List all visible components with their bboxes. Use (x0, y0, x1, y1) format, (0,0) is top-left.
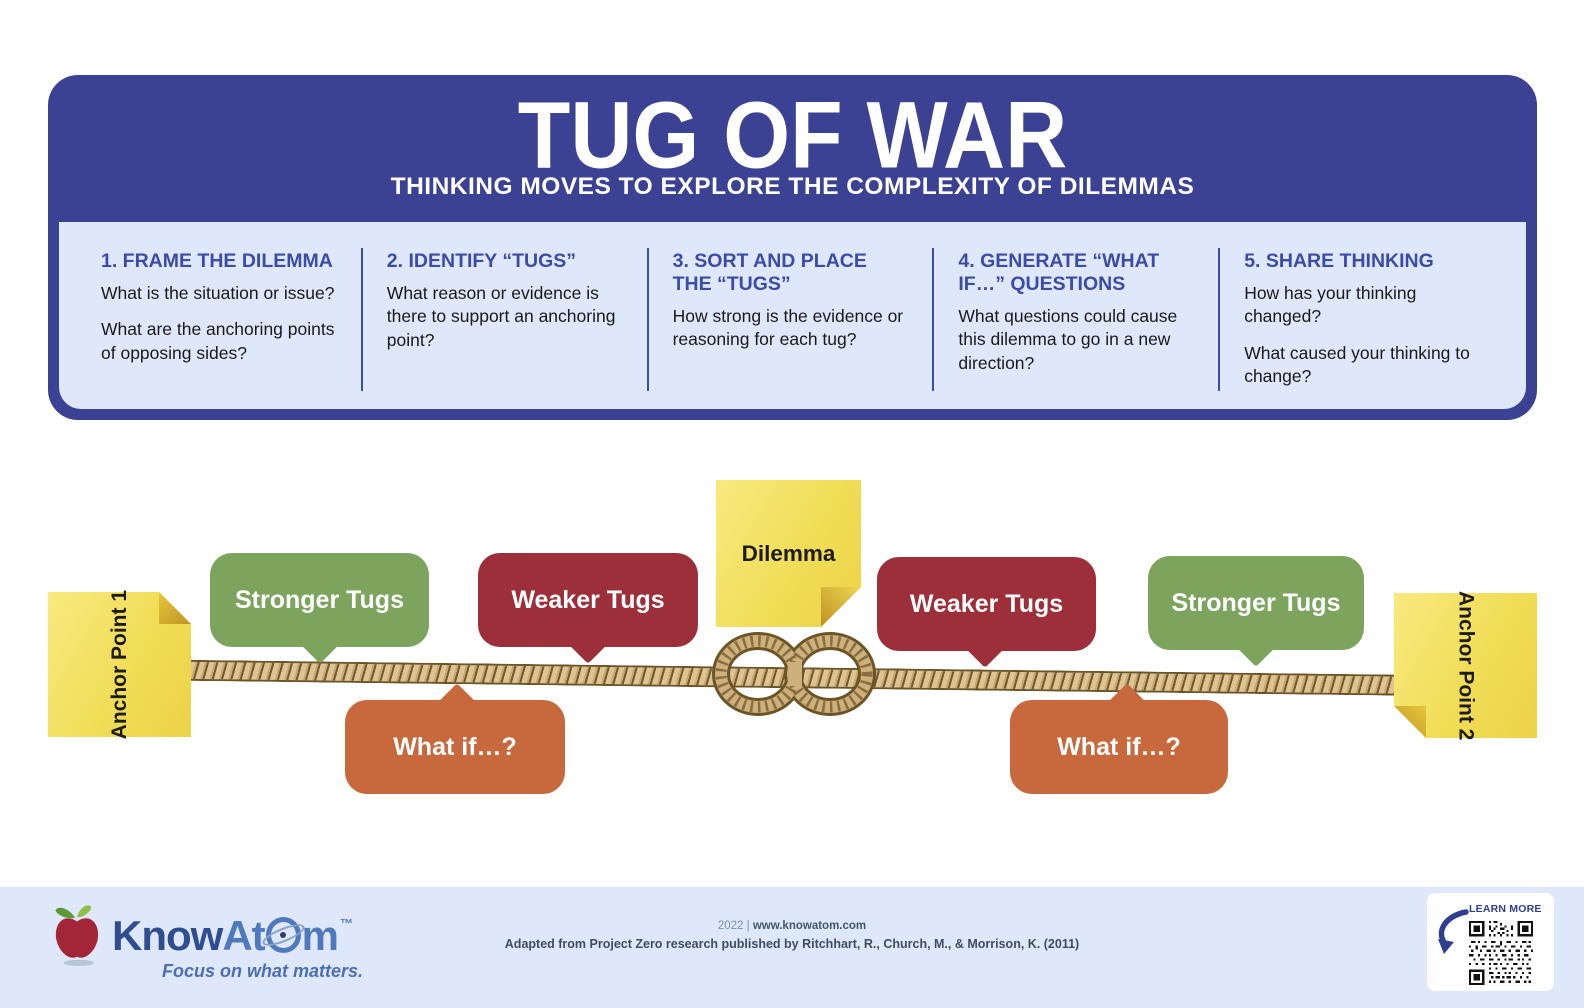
learn-more-card: LEARN MORE (1427, 893, 1554, 991)
curved-arrow-icon (1438, 909, 1469, 954)
step-heading: 1. FRAME THE DILEMMA (101, 250, 333, 272)
steps-panel: 1. FRAME THE DILEMMA What is the situati… (59, 222, 1526, 409)
stronger-tugs-bubble-right: Stronger Tugs (1148, 556, 1364, 667)
step-question: How has your thinking changed? (1244, 283, 1417, 327)
step-frame-the-dilemma: 1. FRAME THE DILEMMA What is the situati… (101, 248, 361, 391)
what-if-bubble-right: What if…? (1010, 683, 1228, 794)
bubble-tail (568, 624, 608, 664)
atom-orbit-icon (259, 917, 307, 953)
folded-corner (821, 587, 861, 627)
anchor-point-2-label: Anchor Point 2 (1454, 590, 1478, 741)
step-question: What is the situation or issue? (101, 283, 335, 303)
footer-attribution: Adapted from Project Zero research publi… (504, 937, 1080, 951)
folded-corner (1394, 706, 1426, 738)
step-share-thinking: 5. SHARE THINKING How has your thinking … (1218, 248, 1504, 391)
step-heading: 3. SORT AND PLACE THE “TUGS” (672, 250, 867, 295)
qr-code (1469, 921, 1533, 985)
step-generate-what-if: 4. GENERATE “WHAT IF…” QUESTIONS What qu… (932, 248, 1218, 391)
bubble-tail (437, 683, 477, 723)
anchor-point-1-note: Anchor Point 1 (48, 589, 191, 740)
anchor-point-2-note: Anchor Point 2 (1394, 590, 1537, 741)
bubble-label: What if…? (393, 732, 517, 761)
wordmark-at: At (222, 912, 265, 959)
stronger-tugs-bubble-left: Stronger Tugs (210, 553, 429, 664)
bubble-tail (965, 628, 1005, 668)
learn-more-label: LEARN MORE (1469, 903, 1542, 915)
bubble-label: Stronger Tugs (235, 585, 404, 614)
footer-website: www.knowatom.com (752, 920, 867, 932)
bubble-label: Weaker Tugs (511, 585, 665, 614)
step-sort-and-place-tugs: 3. SORT AND PLACE THE “TUGS” How strong … (646, 248, 933, 391)
weaker-tugs-bubble-right: Weaker Tugs (877, 557, 1096, 668)
bubble-label: Stronger Tugs (1171, 588, 1341, 617)
anchor-point-1-label: Anchor Point 1 (107, 589, 131, 740)
step-heading: 5. SHARE THINKING (1244, 250, 1434, 272)
step-question: What questions could cause this dilemma … (958, 306, 1178, 373)
page-subtitle: THINKING MOVES TO EXPLORE THE COMPLEXITY… (390, 173, 1195, 201)
dilemma-note: Dilemma (716, 480, 861, 627)
bubble-label: What if…? (1057, 732, 1181, 761)
step-question: What reason or evidence is there to supp… (386, 283, 616, 350)
step-heading: 2. IDENTIFY “TUGS” (386, 250, 577, 272)
step-question: How strong is the evidence or reasoning … (672, 306, 904, 350)
step-identify-tugs: 2. IDENTIFY “TUGS” What reason or eviden… (360, 248, 647, 391)
weaker-tugs-bubble-left: Weaker Tugs (478, 553, 698, 664)
footer-credits: 2022 | www.knowatom.com Adapted from Pro… (0, 920, 1584, 951)
header-card: TUG OF WAR THINKING MOVES TO EXPLORE THE… (48, 75, 1537, 420)
apple-logo-icon (55, 905, 99, 967)
step-heading: 4. GENERATE “WHAT IF…” QUESTIONS (958, 250, 1160, 295)
bubble-tail (300, 624, 340, 664)
rope-knot-icon (712, 632, 876, 716)
bubble-label: Weaker Tugs (909, 589, 1064, 618)
wordmark-know: Know (112, 912, 223, 959)
step-question: What are the anchoring points of opposin… (101, 319, 335, 363)
folded-corner (159, 592, 191, 624)
header-title-band: TUG OF WAR THINKING MOVES TO EXPLORE THE… (48, 75, 1537, 222)
step-question: What caused your thinking to change? (1244, 342, 1470, 386)
footer-site-line: 2022 | www.knowatom.com (0, 920, 1584, 932)
trademark-symbol: ™ (340, 916, 353, 931)
what-if-bubble-left: What if…? (345, 683, 565, 794)
dilemma-label: Dilemma (741, 540, 836, 566)
page-title: TUG OF WAR (517, 82, 1068, 189)
footer-year: 2022 | (717, 920, 750, 932)
wordmark-m: m (301, 912, 339, 959)
logo-tagline: Focus on what matters. (162, 961, 364, 981)
bubble-tail (1236, 627, 1276, 667)
